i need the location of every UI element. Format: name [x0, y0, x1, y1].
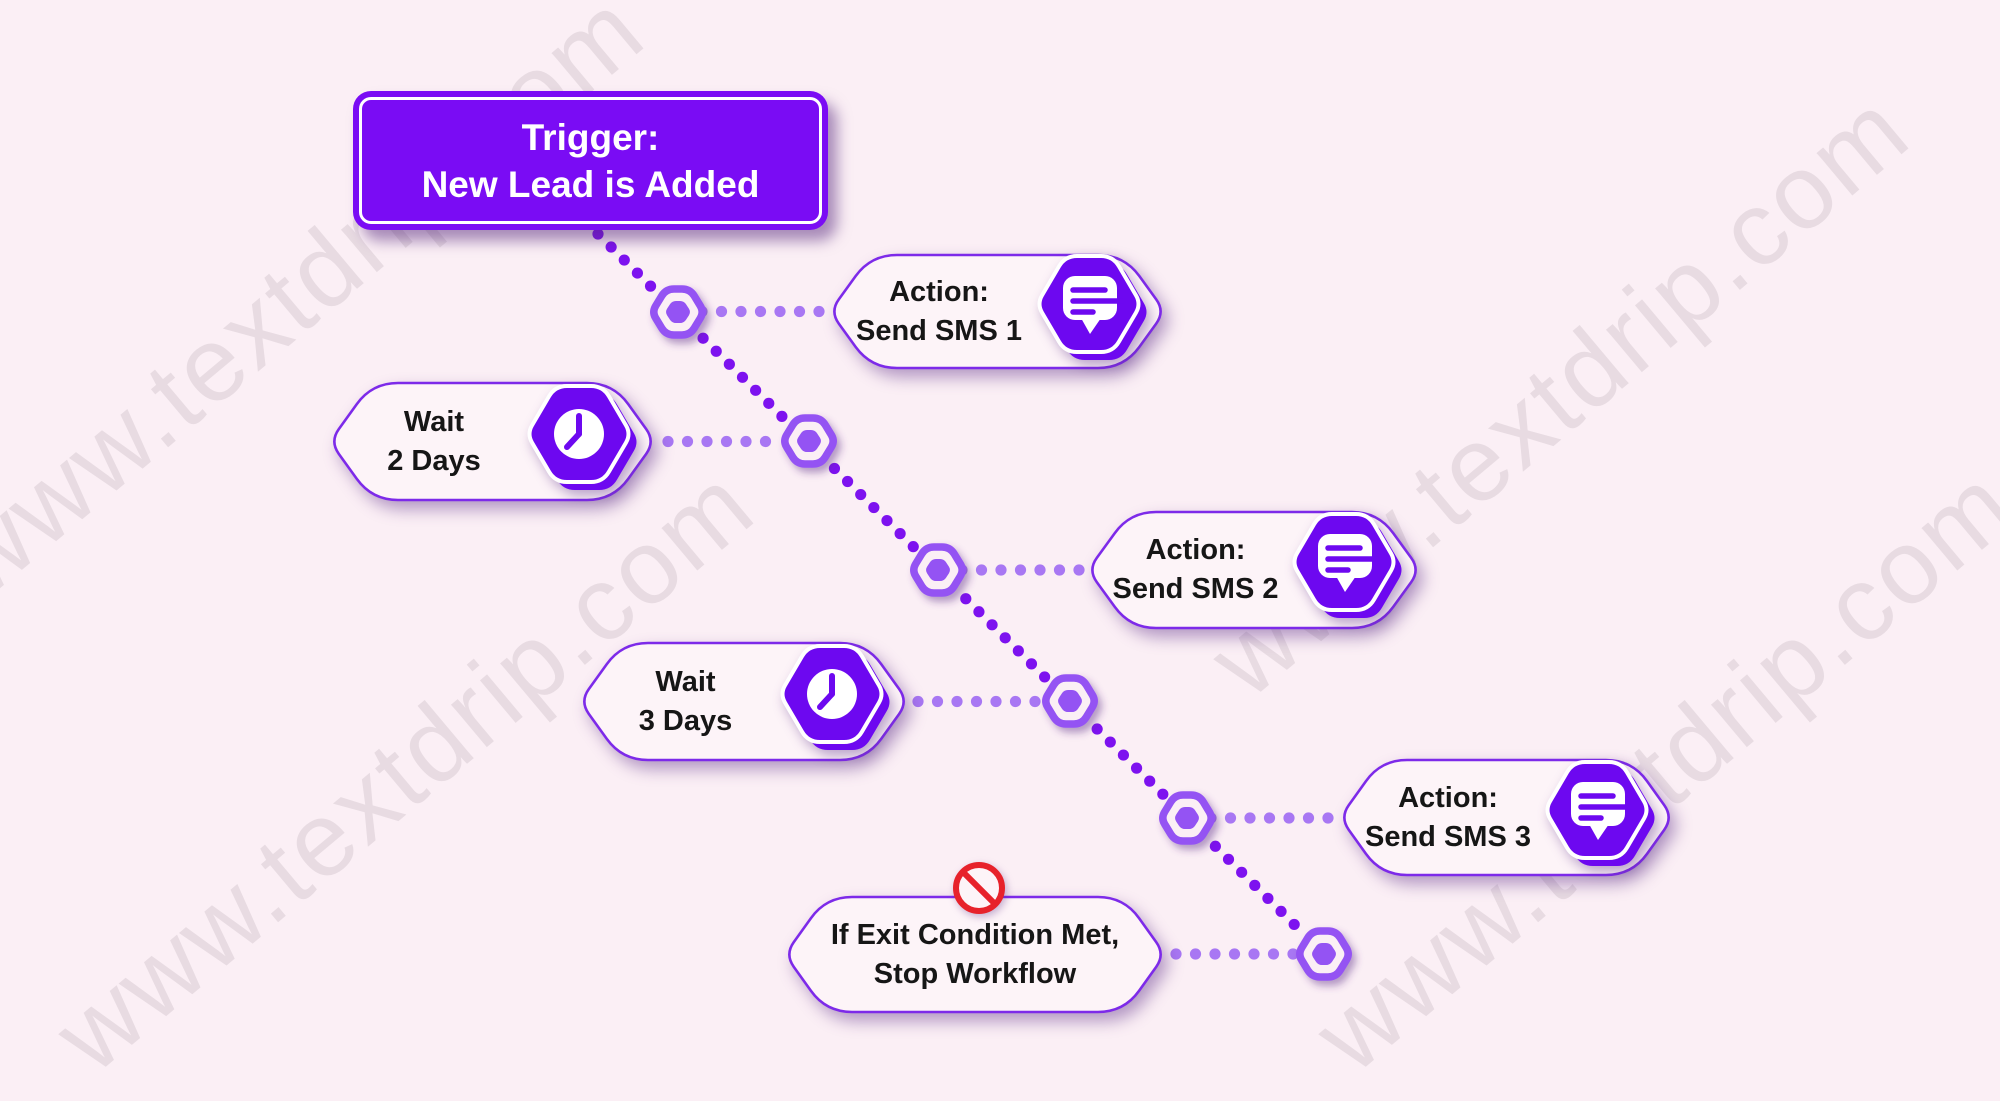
step-label: If Exit Condition Met, Stop Workflow	[803, 897, 1147, 1012]
step-label-line2: Send SMS 2	[1112, 573, 1279, 605]
step-label-line1: Wait	[655, 665, 716, 698]
hexagon-node	[1159, 791, 1215, 845]
step-label-line2: Send SMS 1	[856, 314, 1022, 347]
step-label: Wait 2 Days	[358, 383, 510, 500]
prohibition-icon	[953, 862, 1005, 914]
step-label: Action: Send SMS 1	[856, 255, 1022, 368]
step-card-wait-3-days: Wait 3 Days	[580, 641, 908, 762]
hexagon-node	[781, 414, 837, 468]
step-label-line1: Action:	[889, 275, 989, 308]
step-card-send-sms-3: Action: Send SMS 3	[1340, 758, 1673, 877]
trigger-node: Trigger: New Lead is Added	[353, 91, 828, 230]
step-label-line1: Wait	[403, 405, 465, 438]
clock-icon	[527, 383, 637, 490]
sms-message-icon	[1545, 759, 1655, 866]
trigger-inner-border	[359, 97, 822, 224]
card-outline	[788, 895, 1162, 1014]
step-label-line1: Action:	[1398, 781, 1498, 814]
hexagon-node	[910, 543, 966, 597]
hexagon-node	[1042, 674, 1098, 728]
step-label: Action: Send SMS 3	[1365, 760, 1531, 875]
step-card-send-sms-1: Action: Send SMS 1	[830, 253, 1165, 370]
step-label-line2: 2 Days	[387, 444, 481, 477]
step-label: Wait 3 Days	[608, 643, 763, 760]
step-card-wait-2-days: Wait 2 Days	[330, 381, 655, 502]
clock-icon	[780, 643, 890, 750]
sms-message-icon	[1037, 253, 1147, 360]
trigger-label-line1: Trigger:	[521, 116, 660, 158]
sms-message-icon	[1292, 512, 1402, 618]
step-label-line1: Action:	[1145, 534, 1246, 566]
step-card-exit-condition: If Exit Condition Met, Stop Workflow	[785, 862, 1165, 1014]
step-card-send-sms-2: Action: Send SMS 2	[1088, 510, 1420, 630]
trigger-label: Trigger: New Lead is Added	[353, 114, 828, 208]
step-label: Action: Send SMS 2	[1113, 512, 1279, 628]
watermark-text: www.textdrip.com	[33, 444, 776, 1095]
step-label-line2: Stop Workflow	[873, 957, 1077, 990]
trigger-label-line2: New Lead is Added	[421, 163, 760, 205]
hexagon-node	[650, 285, 706, 339]
step-label-line2: 3 Days	[638, 704, 733, 737]
step-label-line1: If Exit Condition Met,	[830, 918, 1120, 951]
step-label-line2: Send SMS 3	[1365, 820, 1531, 853]
